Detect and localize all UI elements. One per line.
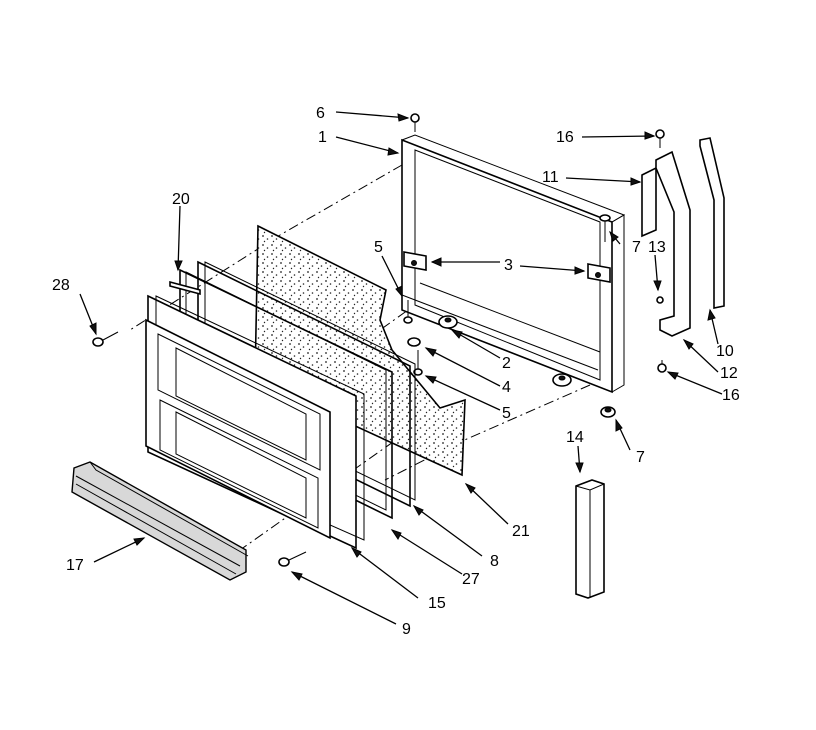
pin-part bbox=[599, 214, 611, 242]
callout-20: 20 bbox=[172, 191, 190, 208]
top-screw-part bbox=[410, 113, 420, 132]
callout-14: 14 bbox=[566, 429, 584, 446]
handle-screw-part bbox=[278, 551, 307, 567]
callout-10: 10 bbox=[716, 343, 734, 360]
block-part bbox=[575, 479, 605, 599]
hinge-part bbox=[403, 251, 611, 283]
callout-13: 13 bbox=[648, 239, 666, 256]
hinge-cover-part bbox=[641, 166, 657, 238]
door-frame-part bbox=[401, 134, 626, 394]
right-strip-part bbox=[699, 137, 725, 309]
callout-6: 6 bbox=[316, 105, 325, 122]
callout-2: 2 bbox=[502, 355, 511, 372]
leader-lines bbox=[79, 111, 723, 625]
callout-labels: 6 1 16 11 20 28 5 3 7 13 2 4 5 10 12 16 … bbox=[52, 105, 740, 638]
bracket-part bbox=[655, 150, 691, 337]
callout-12: 12 bbox=[720, 365, 738, 382]
small-screw-part bbox=[656, 296, 664, 304]
callout-7-bottom: 7 bbox=[636, 449, 645, 466]
screw-part bbox=[403, 300, 423, 376]
left-screw-part bbox=[92, 331, 119, 347]
callout-5-lower: 5 bbox=[502, 405, 511, 422]
callout-1: 1 bbox=[318, 129, 327, 146]
callout-15: 15 bbox=[428, 595, 446, 612]
door-inner-part bbox=[145, 318, 331, 540]
bushing-part bbox=[600, 406, 616, 418]
callout-27: 27 bbox=[462, 571, 480, 588]
callout-11: 11 bbox=[542, 169, 559, 186]
callout-7-top: 7 bbox=[632, 239, 641, 256]
callout-17: 17 bbox=[66, 557, 84, 574]
callout-5-upper: 5 bbox=[374, 239, 383, 256]
callout-28: 28 bbox=[52, 277, 70, 294]
callout-16-bottom: 16 bbox=[722, 387, 740, 404]
bracket-screw-part bbox=[655, 129, 667, 373]
callout-9: 9 bbox=[402, 621, 411, 638]
callout-3: 3 bbox=[504, 257, 513, 274]
callout-8: 8 bbox=[490, 553, 499, 570]
foot-part bbox=[438, 315, 572, 387]
handle-part bbox=[71, 461, 249, 581]
callout-16-top: 16 bbox=[556, 129, 574, 146]
callout-21: 21 bbox=[512, 523, 530, 540]
strip-part bbox=[169, 280, 201, 296]
callout-4: 4 bbox=[502, 379, 511, 396]
